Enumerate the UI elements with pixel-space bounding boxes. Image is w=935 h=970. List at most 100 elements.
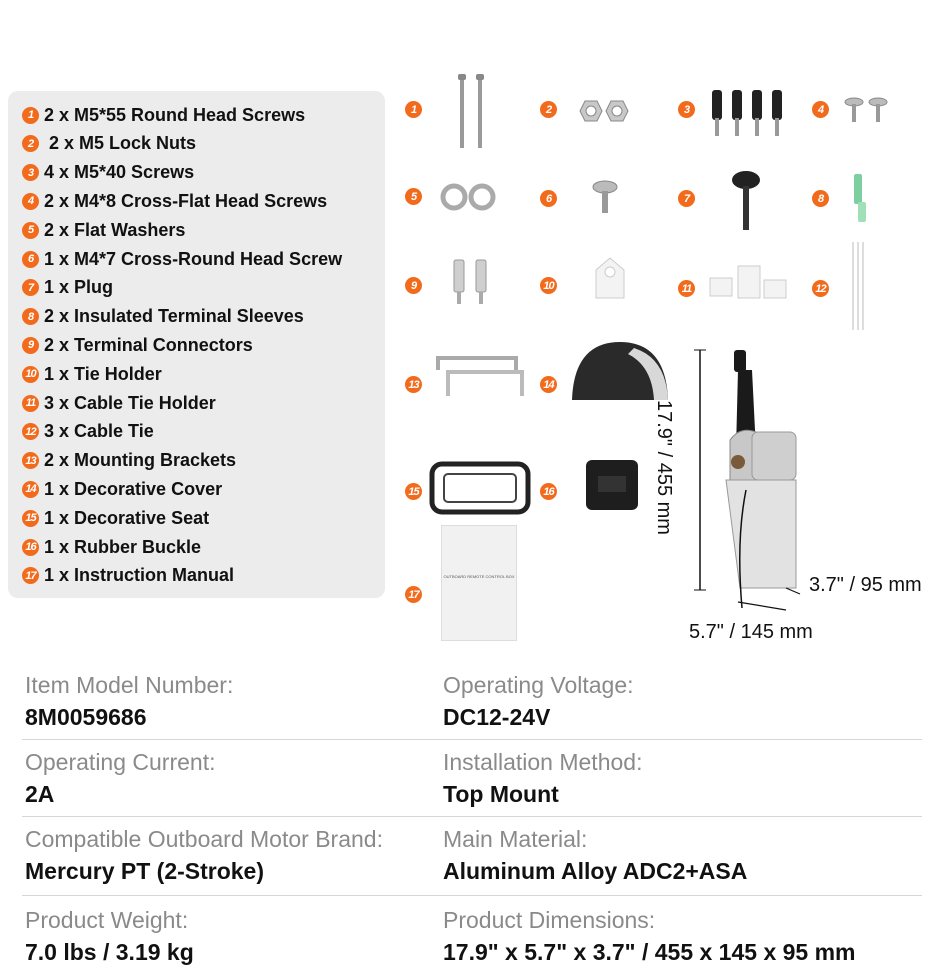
spec-label: Product Weight:: [25, 907, 189, 933]
tie-holder-image: [595, 257, 625, 299]
parts-list-item: 3 4 x M5*40 Screws: [22, 161, 194, 185]
parts-list-item: 2 2 x M5 Lock Nuts: [22, 132, 196, 156]
part-number-badge: 5: [22, 221, 39, 239]
part-description: 1 x Decorative Cover: [44, 478, 223, 499]
part-description: 1 x Plug: [44, 277, 114, 298]
lock-nuts-image: [579, 100, 629, 122]
spec-label: Main Material:: [443, 826, 588, 852]
divider: [22, 895, 922, 896]
part-description: 4 x M5*40 Screws: [44, 162, 195, 183]
part-description: 3 x Cable Tie: [44, 421, 154, 442]
part-number-badge: 15: [22, 509, 39, 527]
flat-washers-image: [440, 183, 496, 211]
part-number-badge: 17: [405, 586, 422, 603]
parts-list-item: 17 1 x Instruction Manual: [22, 564, 234, 588]
spec-value: 17.9" x 5.7" x 3.7" / 455 x 145 x 95 mm: [443, 939, 856, 965]
width-dimension-label: 5.7" / 145 mm: [689, 621, 813, 643]
instruction-manual-image: OUTBOARD REMOTE CONTROL BOX: [441, 525, 517, 641]
insulated-terminal-sleeves-image: [854, 174, 866, 222]
part-description: 2 x Insulated Terminal Sleeves: [44, 306, 304, 327]
parts-list-item: 16 1 x Rubber Buckle: [22, 535, 201, 559]
spec-label: Installation Method:: [443, 749, 643, 775]
divider: [22, 816, 922, 817]
part-number-badge: 1: [405, 101, 422, 118]
parts-list-item: 12 3 x Cable Tie: [22, 420, 154, 444]
spec-label: Item Model Number:: [25, 672, 234, 698]
height-dimension-label: 17.9" / 455 mm: [653, 400, 675, 535]
cable-tie-holders-image: [709, 265, 787, 299]
part-number-badge: 6: [540, 190, 557, 207]
part-description: 2 x M5 Lock Nuts: [44, 133, 197, 154]
part-number-badge: 8: [812, 190, 829, 207]
spec-value: Aluminum Alloy ADC2+ASA: [443, 858, 748, 884]
part-number-badge: 5: [405, 188, 422, 205]
parts-list-item: 15 1 x Decorative Seat: [22, 506, 209, 530]
part-number-badge: 6: [22, 250, 39, 268]
terminal-connectors-image: [453, 259, 487, 304]
part-number-badge: 2: [22, 135, 39, 153]
plug-image: [732, 171, 760, 230]
part-number-badge: 11: [22, 394, 39, 412]
part-number-badge: 12: [22, 423, 39, 441]
rubber-buckle-image: [586, 460, 638, 510]
spec-value: Top Mount: [443, 781, 559, 807]
part-number-badge: 12: [812, 280, 829, 297]
spec-label: Compatible Outboard Motor Brand:: [25, 826, 383, 852]
part-number-badge: 9: [405, 277, 422, 294]
cross-flat-head-screws-image: [844, 97, 888, 122]
part-number-badge: 10: [22, 365, 39, 383]
part-number-badge: 9: [22, 336, 39, 354]
part-number-badge: 13: [405, 376, 422, 393]
part-number-badge: 7: [22, 279, 39, 297]
spec-value: 8M0059686: [25, 704, 147, 730]
parts-list-item: 9 2 x Terminal Connectors: [22, 333, 253, 357]
cross-round-head-screw-image: [592, 180, 618, 213]
part-description: 2 x Flat Washers: [44, 219, 186, 240]
part-number-badge: 15: [405, 483, 422, 500]
parts-list-item: 7 1 x Plug: [22, 276, 113, 300]
part-description: 2 x Mounting Brackets: [44, 450, 237, 471]
part-number-badge: 2: [540, 101, 557, 118]
parts-list-item: 4 2 x M4*8 Cross-Flat Head Screws: [22, 189, 327, 213]
spec-value: 7.0 lbs / 3.19 kg: [25, 939, 194, 965]
cable-ties-image: [852, 242, 864, 330]
remote-control-box-image: [694, 349, 801, 611]
parts-list-item: 10 1 x Tie Holder: [22, 362, 162, 386]
part-description: 2 x M4*8 Cross-Flat Head Screws: [44, 190, 328, 211]
decorative-cover-image: [572, 342, 668, 400]
mounting-brackets-image: [436, 356, 524, 396]
part-number-badge: 11: [678, 280, 695, 297]
part-number-badge: 13: [22, 452, 39, 470]
round-head-screws-image: [458, 74, 484, 148]
parts-list-item: 13 2 x Mounting Brackets: [22, 449, 236, 473]
part-description: 1 x Tie Holder: [44, 363, 162, 384]
part-number-badge: 3: [22, 164, 39, 182]
part-description: 1 x Rubber Buckle: [44, 536, 202, 557]
depth-dimension-label: 3.7" / 95 mm: [809, 574, 922, 596]
part-description: 1 x Decorative Seat: [44, 507, 210, 528]
part-number-badge: 3: [678, 101, 695, 118]
part-description: 1 x M4*7 Cross-Round Head Screw: [44, 248, 343, 269]
part-number-badge: 14: [540, 376, 557, 393]
screws-image: [712, 90, 782, 136]
parts-list-panel: [8, 91, 385, 598]
part-number-badge: 7: [678, 190, 695, 207]
parts-list-item: 5 2 x Flat Washers: [22, 218, 185, 242]
spec-label: Product Dimensions:: [443, 907, 656, 933]
spec-label: Operating Current:: [25, 749, 216, 775]
part-description: 2 x Terminal Connectors: [44, 334, 253, 355]
part-number-badge: 4: [812, 101, 829, 118]
manual-caption: OUTBOARD REMOTE CONTROL BOX: [443, 574, 515, 579]
part-description: 1 x Instruction Manual: [44, 565, 235, 586]
part-number-badge: 17: [22, 567, 39, 585]
part-number-badge: 16: [540, 483, 557, 500]
part-number-badge: 16: [22, 538, 39, 556]
divider: [22, 739, 922, 740]
part-number-badge: 4: [22, 192, 39, 210]
parts-list-item: 6 1 x M4*7 Cross-Round Head Screw: [22, 247, 342, 271]
part-number-badge: 10: [540, 277, 557, 294]
spec-label: Operating Voltage:: [443, 672, 634, 698]
